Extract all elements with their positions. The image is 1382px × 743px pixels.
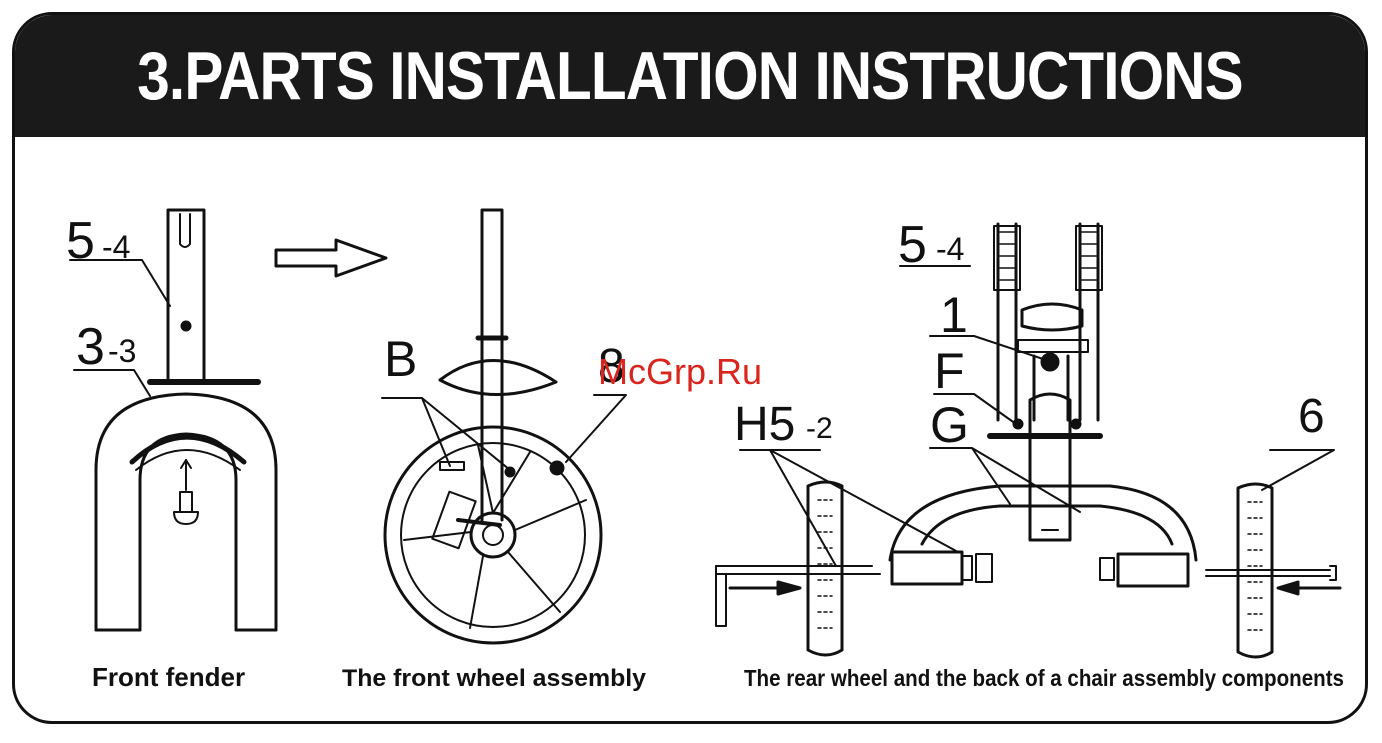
captions: Front fender The front wheel assembly Th… <box>92 662 1344 692</box>
label-5-4-right: 5 <box>898 216 927 274</box>
label-6: 6 <box>1298 390 1325 443</box>
label-h5-2: H5 <box>734 398 795 451</box>
label-1: 1 <box>940 287 968 343</box>
label-5-4-left-sub: -4 <box>102 229 130 265</box>
next-step-arrow <box>276 240 386 276</box>
label-5-4-left: 5 <box>66 212 95 270</box>
label-5-4-right-sub: -4 <box>936 231 964 267</box>
watermark: McGrp.Ru <box>598 351 762 392</box>
caption-front-wheel: The front wheel assembly <box>342 665 647 692</box>
front-fender-drawing <box>70 210 276 630</box>
caption-rear-wheel: The rear wheel and the back of a chair a… <box>744 665 1344 691</box>
label-3-3-sub: -3 <box>108 333 136 369</box>
label-g: G <box>930 397 969 453</box>
front-wheel-drawing <box>382 210 626 643</box>
label-3-3: 3 <box>76 318 105 376</box>
label-b: B <box>384 331 417 387</box>
label-f: F <box>934 343 965 399</box>
label-h5-2-sub: -2 <box>806 412 833 445</box>
caption-front-fender: Front fender <box>92 662 245 692</box>
